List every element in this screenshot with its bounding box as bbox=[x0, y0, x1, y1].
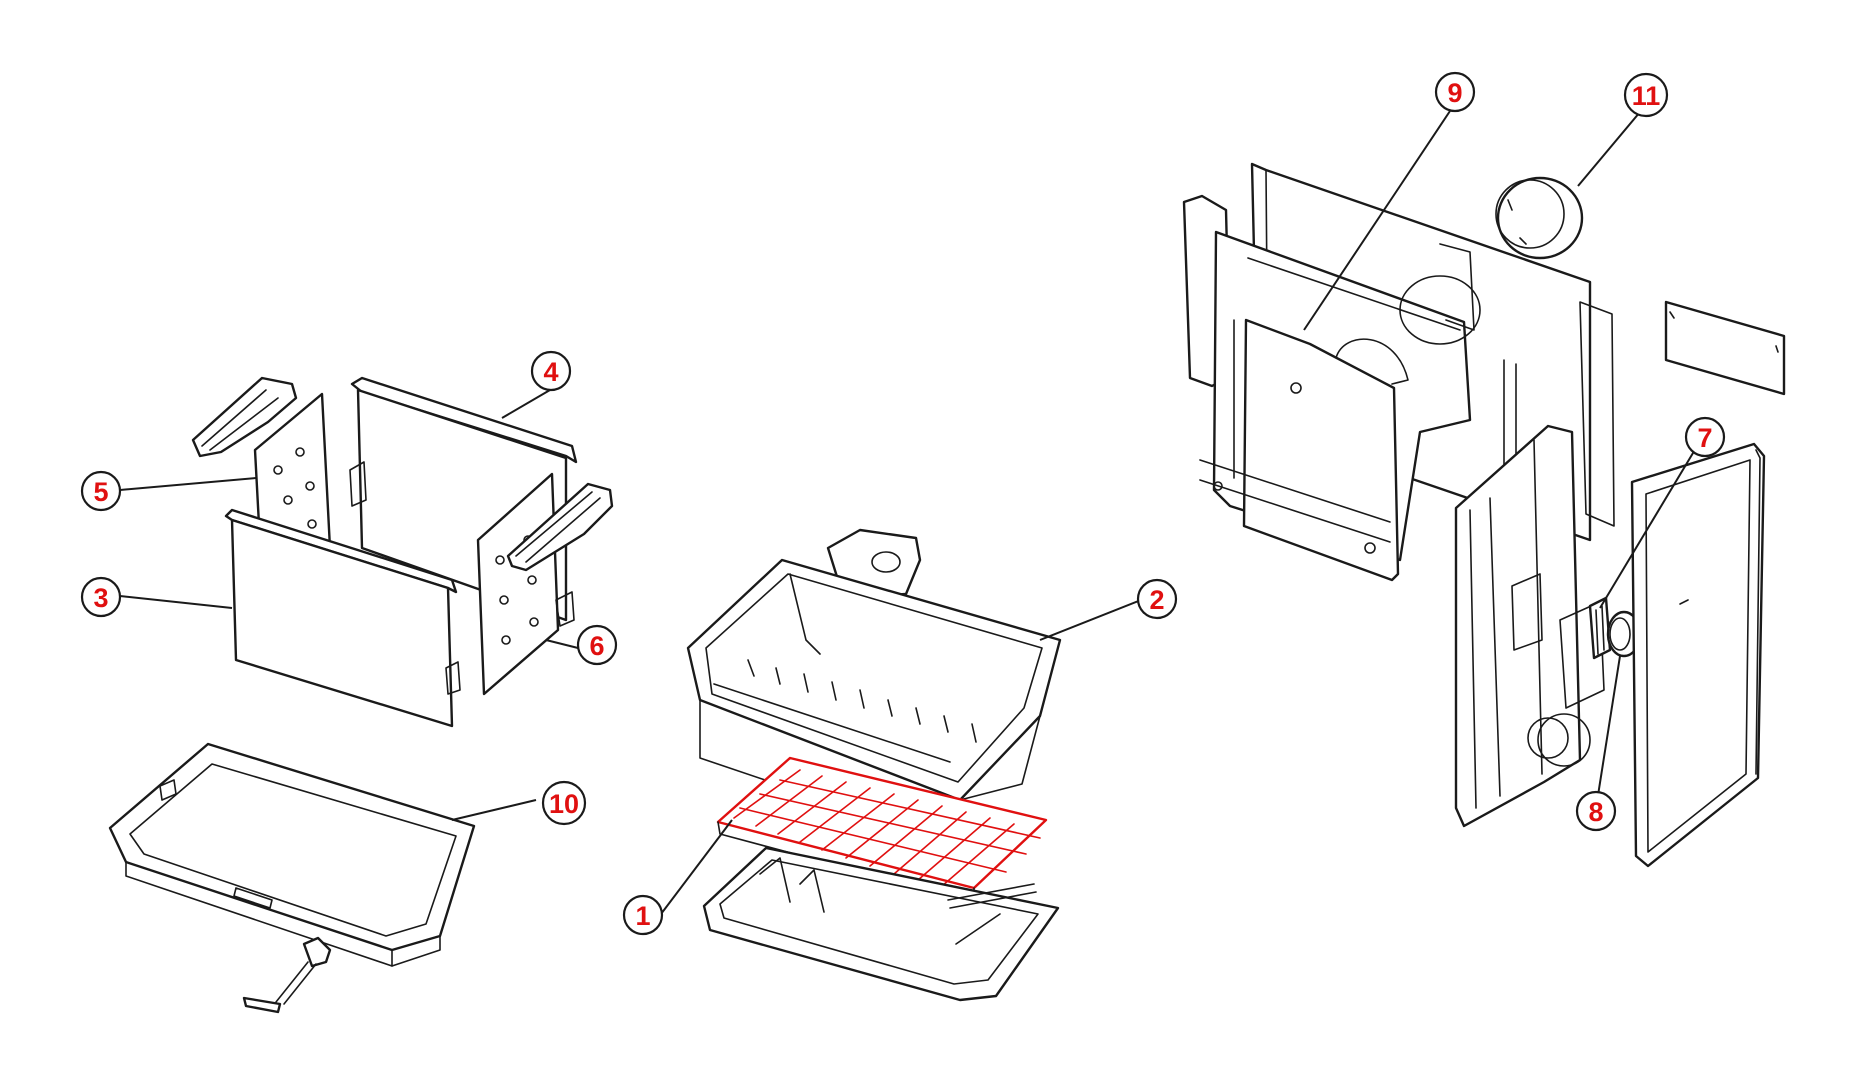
callout-5: 5 bbox=[80, 470, 122, 512]
callout-label-2: 2 bbox=[1149, 585, 1164, 615]
callout-4: 4 bbox=[530, 350, 572, 392]
leader-lines bbox=[119, 107, 1697, 919]
part-9-baffle-plate bbox=[1199, 318, 1409, 582]
callout-label-5: 5 bbox=[93, 477, 108, 507]
callout-7: 7 bbox=[1684, 416, 1726, 458]
callout-label-6: 6 bbox=[589, 631, 604, 661]
part-10-ash-pan bbox=[108, 742, 476, 967]
callout-label-8: 8 bbox=[1588, 797, 1603, 827]
callout-label-11: 11 bbox=[1632, 81, 1661, 111]
part-6-side-liner-right bbox=[476, 472, 614, 696]
callout-10: 10 bbox=[541, 780, 587, 826]
callout-label-7: 7 bbox=[1697, 423, 1712, 453]
callout-8: 8 bbox=[1575, 790, 1617, 832]
part-11-flue-collar bbox=[1495, 176, 1584, 260]
callout-label-10: 10 bbox=[549, 789, 579, 819]
callout-label-4: 4 bbox=[543, 357, 558, 387]
callout-3: 3 bbox=[80, 576, 122, 618]
callout-label-1: 1 bbox=[635, 901, 650, 931]
part-7-air-control-lever bbox=[1588, 596, 1612, 660]
ash-pan-tool bbox=[242, 936, 332, 1014]
callout-2: 2 bbox=[1136, 578, 1178, 620]
callout-1: 1 bbox=[622, 894, 664, 936]
callout-9: 9 bbox=[1434, 71, 1476, 113]
glass-door-frame bbox=[1630, 442, 1766, 868]
part-3-front-liner bbox=[224, 508, 461, 728]
side-panel-with-controls bbox=[1454, 424, 1605, 828]
callout-11: 11 bbox=[1623, 72, 1669, 118]
rear-cover-plate bbox=[1664, 300, 1786, 396]
grate-base-tray bbox=[702, 846, 1060, 1002]
part-2-fire-basket bbox=[686, 528, 1062, 843]
callout-label-9: 9 bbox=[1447, 78, 1462, 108]
callout-label-3: 3 bbox=[93, 583, 108, 613]
callout-6: 6 bbox=[576, 624, 618, 666]
